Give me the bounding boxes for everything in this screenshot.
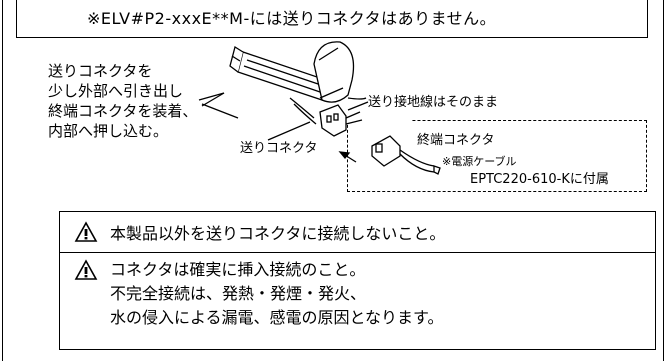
warning-triangle-icon [74,221,98,242]
warning-triangle-icon [74,259,98,280]
instruction-line-3: 終端コネクタを装着、 [48,102,198,120]
warning-text-1: 本製品以外を送りコネクタに接続しないこと。 [110,224,446,243]
label-power-cable-note: ※電源ケーブル [442,155,517,168]
warning-2-line-2: 不完全接続は、発熱・発煙・発火、 [110,284,367,303]
notice-box: ※ELV#P2-xxxE**M-には送りコネクタはありません。 [16,0,648,38]
instruction-line-2: 少し外部へ引き出し [48,82,184,100]
light-fixture-body [237,51,327,101]
send-connector [319,104,347,137]
warning-2-line-1: コネクタは確実に挿入接続のこと。 [110,260,366,279]
label-send-connector: 送りコネクタ [240,141,318,156]
label-terminal-connector: 終端コネクタ [417,133,495,148]
instruction-line-4: 内部へ押し込む。 [48,122,169,140]
warning-text-2: コネクタは確実に挿入接続のこと。 不完全接続は、発熱・発煙・発火、 水の侵入によ… [110,258,443,330]
warning-divider [60,252,655,253]
warning-2-line-3: 水の侵入による漏電、感電の原因となります。 [110,308,444,327]
label-send-ground-wire: 送り接地線はそのまま [368,95,499,110]
instruction-line-1: 送りコネクタを [48,62,153,80]
notice-text: ※ELV#P2-xxxE**M-には送りコネクタはありません。 [87,9,497,28]
label-part-number: EPTC220-610-Kに付属 [470,172,609,187]
warning-box: 本製品以外を送りコネクタに接続しないこと。 コネクタは確実に挿入接続のこと。 不… [59,211,656,350]
instruction-text: 送りコネクタを 少し外部へ引き出し 終端コネクタを装着、 内部へ押し込む。 [48,61,197,141]
